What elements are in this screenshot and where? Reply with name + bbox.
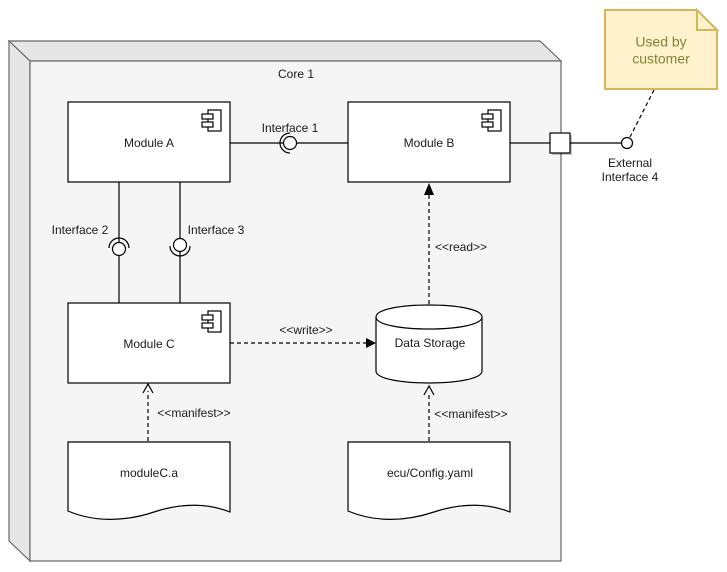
interface-1-socket: [279, 132, 291, 154]
write-edge-label: <<write>>: [279, 322, 333, 337]
note-fold-corner: [696, 7, 720, 31]
module-a-component-icon: [201, 109, 222, 132]
external-interface-4-label: External Interface 4: [601, 155, 659, 184]
ecu-config-artifact-shape: [347, 441, 511, 520]
interface-3-ball: [172, 237, 188, 253]
module-c-label: Module C: [123, 336, 175, 351]
note-shape: [604, 7, 720, 90]
manifest-left-edge-label: <<manifest>>: [157, 405, 231, 420]
interface-1-label: Interface 1: [261, 120, 319, 135]
nodes-layer: [67, 7, 720, 520]
external-port-square: [549, 132, 571, 154]
interface-1-ball: [282, 135, 298, 151]
manifest-right-edge-label: <<manifest>>: [434, 406, 508, 421]
external-interface-circle: [620, 136, 634, 150]
core-top-face: [7, 40, 563, 62]
write-arrowhead: [366, 338, 376, 348]
module-c-artifact-shape: [67, 441, 231, 520]
data-storage-shape: [375, 304, 483, 384]
data-storage-label: Data Storage: [394, 335, 466, 350]
module-a-label: Module A: [123, 135, 175, 150]
core-left-face: [8, 39, 31, 563]
interface-2-socket: [108, 237, 130, 249]
interface-3-socket: [169, 245, 191, 257]
manifest-left-arrowhead: [142, 382, 154, 394]
edge-note-link: [629, 89, 655, 138]
module-b-label: Module B: [403, 135, 455, 150]
ecu-config-artifact-label: ecu/Config.yaml: [386, 465, 474, 480]
note-label: Used by customer: [632, 33, 690, 66]
module-c-artifact-label: moduleC.a: [119, 465, 179, 480]
module-c-component-icon: [201, 310, 222, 333]
read-arrowhead: [424, 183, 434, 195]
interface-2-ball: [111, 241, 127, 257]
interface-3-label: Interface 3: [187, 222, 245, 237]
module-b-component-icon: [481, 109, 502, 132]
manifest-right-arrowhead: [423, 384, 435, 396]
read-edge-label: <<read>>: [434, 239, 488, 254]
interface-2-label: Interface 2: [51, 222, 109, 237]
core-label: Core 1: [277, 66, 315, 81]
